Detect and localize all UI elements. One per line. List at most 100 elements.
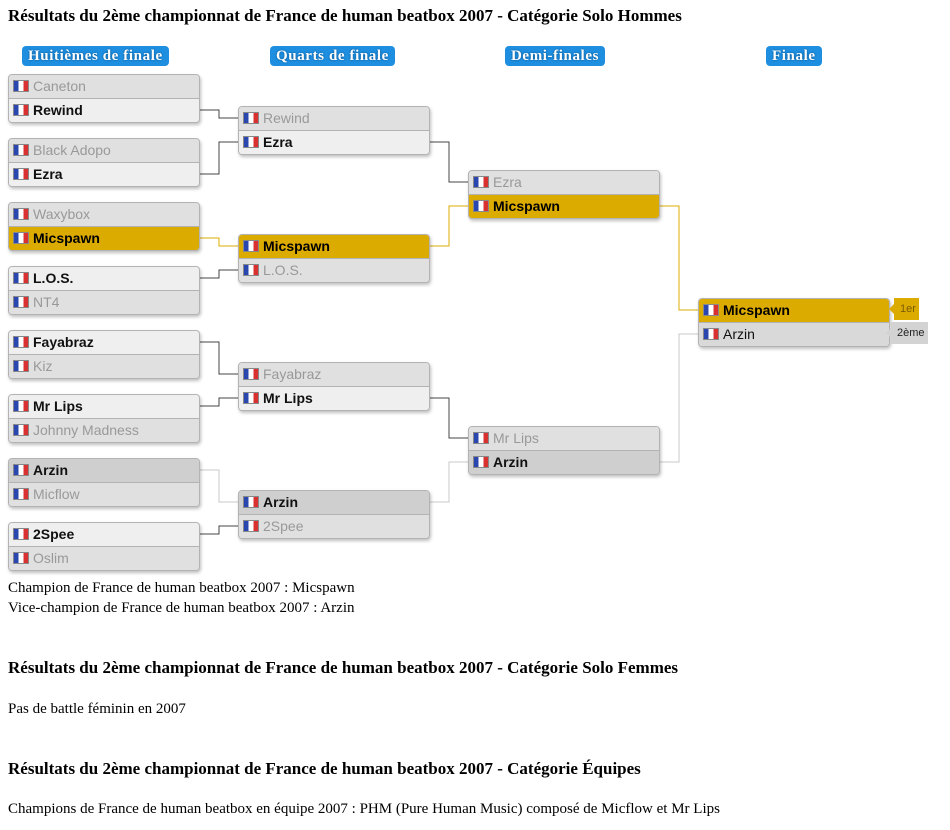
player-slot: L.O.S. xyxy=(239,258,429,282)
player-slot-winner: Mr Lips xyxy=(239,386,429,410)
player-name: Fayabraz xyxy=(33,334,94,350)
connector-line xyxy=(429,397,469,439)
player-name: Rewind xyxy=(33,102,83,118)
connector-line xyxy=(429,205,469,247)
france-flag-icon xyxy=(243,520,259,532)
player-name: Micflow xyxy=(33,486,80,502)
player-slot-winner: L.O.S. xyxy=(9,267,199,290)
player-slot: Kiz xyxy=(9,354,199,378)
connector-line xyxy=(199,237,239,247)
france-flag-icon xyxy=(13,104,29,116)
match-r16-2: Black Adopo Ezra xyxy=(8,138,200,187)
round-header-sf: Demi-finales xyxy=(505,46,606,66)
france-flag-icon xyxy=(13,552,29,564)
connector-line xyxy=(199,109,239,119)
player-name: Caneton xyxy=(33,78,86,94)
match-r16-8: 2Spee Oslim xyxy=(8,522,200,571)
match-r16-7: Arzin Micflow xyxy=(8,458,200,507)
france-flag-icon xyxy=(243,112,259,124)
round-header-final: Finale xyxy=(766,46,822,66)
france-flag-icon xyxy=(13,272,29,284)
player-name: Mr Lips xyxy=(263,390,313,406)
player-slot: Mr Lips xyxy=(469,427,659,450)
france-flag-icon xyxy=(243,264,259,276)
match-qf-1: Rewind Ezra xyxy=(238,106,430,155)
player-slot: Rewind xyxy=(239,107,429,130)
player-slot-champion: Micspawn xyxy=(469,194,659,218)
france-flag-icon xyxy=(13,488,29,500)
france-flag-icon xyxy=(473,200,489,212)
france-flag-icon xyxy=(13,208,29,220)
match-r16-1: Caneton Rewind xyxy=(8,74,200,123)
france-flag-icon xyxy=(13,232,29,244)
match-r16-5: Fayabraz Kiz xyxy=(8,330,200,379)
player-slot-winner: Fayabraz xyxy=(9,331,199,354)
match-qf-2: Micspawn L.O.S. xyxy=(238,234,430,283)
match-sf-1: Ezra Micspawn xyxy=(468,170,660,219)
player-name: 2Spee xyxy=(263,518,304,534)
women-text: Pas de battle féminin en 2007 xyxy=(8,701,186,717)
france-flag-icon xyxy=(243,368,259,380)
france-flag-icon xyxy=(703,328,719,340)
player-name: Arzin xyxy=(723,326,755,342)
player-name: Ezra xyxy=(493,174,522,190)
player-name: Arzin xyxy=(493,454,528,470)
player-name: Waxybox xyxy=(33,206,91,222)
match-r16-3: Waxybox Micspawn xyxy=(8,202,200,251)
connector-line xyxy=(659,205,699,311)
player-slot: Johnny Madness xyxy=(9,418,199,442)
player-slot-winner: 2Spee xyxy=(9,523,199,546)
player-slot: Micflow xyxy=(9,482,199,506)
player-name: Mr Lips xyxy=(33,398,83,414)
player-slot: 2Spee xyxy=(239,514,429,538)
france-flag-icon xyxy=(13,528,29,540)
player-slot-runner-up: Arzin xyxy=(9,459,199,482)
france-flag-icon xyxy=(243,392,259,404)
france-flag-icon xyxy=(473,456,489,468)
player-name: Micspawn xyxy=(33,230,100,246)
player-name: Ezra xyxy=(263,134,293,150)
france-flag-icon xyxy=(13,296,29,308)
match-r16-6: Mr Lips Johnny Madness xyxy=(8,394,200,443)
player-name: Black Adopo xyxy=(33,142,111,158)
player-name: Arzin xyxy=(263,494,298,510)
player-slot-runner-up: Arzin xyxy=(699,322,889,346)
player-name: 2Spee xyxy=(33,526,75,542)
connector-line xyxy=(429,141,469,183)
player-name: Fayabraz xyxy=(263,366,322,382)
connector-line xyxy=(199,141,239,175)
player-slot: NT4 xyxy=(9,290,199,314)
france-flag-icon xyxy=(473,176,489,188)
player-name: Kiz xyxy=(33,358,53,374)
player-slot-winner: Rewind xyxy=(9,98,199,122)
player-name: L.O.S. xyxy=(33,270,74,286)
france-flag-icon xyxy=(473,432,489,444)
france-flag-icon xyxy=(243,136,259,148)
player-name: Oslim xyxy=(33,550,69,566)
france-flag-icon xyxy=(13,424,29,436)
match-sf-2: Mr Lips Arzin xyxy=(468,426,660,475)
player-slot: Waxybox xyxy=(9,203,199,226)
connector-line xyxy=(429,461,469,503)
match-qf-4: Arzin 2Spee xyxy=(238,490,430,539)
france-flag-icon xyxy=(13,360,29,372)
player-name: Micspawn xyxy=(263,238,330,254)
player-slot: Ezra xyxy=(469,171,659,194)
player-slot: Black Adopo xyxy=(9,139,199,162)
player-name: Rewind xyxy=(263,110,310,126)
teams-text: Champions de France de human beatbox en … xyxy=(8,801,720,817)
player-slot: Caneton xyxy=(9,75,199,98)
player-name: Arzin xyxy=(33,462,68,478)
player-name: L.O.S. xyxy=(263,262,303,278)
section-title-women: Résultats du 2ème championnat de France … xyxy=(8,658,679,677)
round-header-qf: Quarts de finale xyxy=(270,46,395,66)
france-flag-icon xyxy=(13,144,29,156)
player-slot-champion: Micspawn xyxy=(239,235,429,258)
round-header-r16: Huitièmes de finale xyxy=(22,46,169,66)
france-flag-icon xyxy=(703,304,719,316)
player-slot: Fayabraz xyxy=(239,363,429,386)
champion-text: Champion de France de human beatbox 2007… xyxy=(8,580,355,596)
connector-line xyxy=(199,525,239,535)
player-slot-winner: Ezra xyxy=(9,162,199,186)
connector-line xyxy=(199,397,239,407)
